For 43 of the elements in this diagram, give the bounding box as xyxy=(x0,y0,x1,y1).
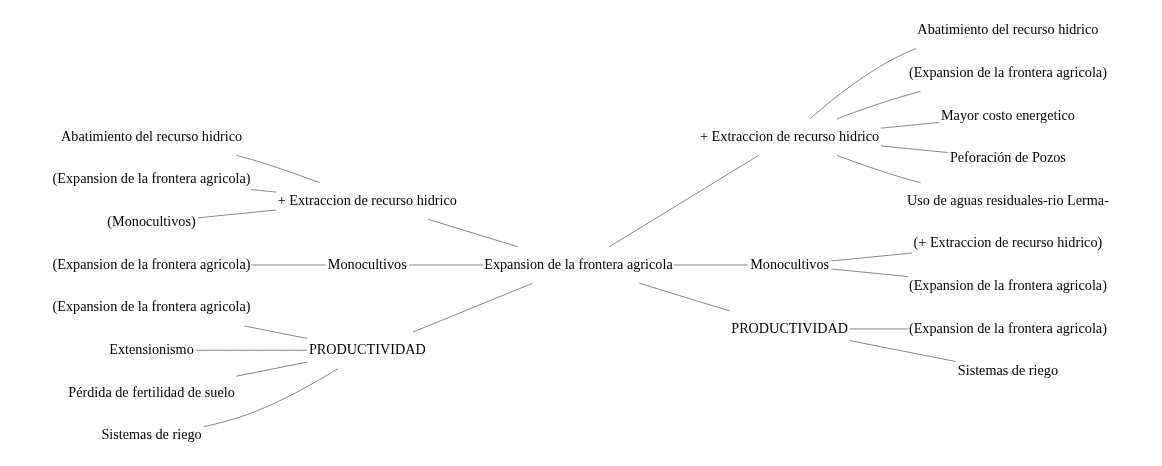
connector xyxy=(880,145,949,153)
connector xyxy=(197,209,277,219)
connector xyxy=(235,361,308,377)
node-text: PRODUCTIVIDAD xyxy=(731,319,849,336)
connector xyxy=(880,122,939,129)
node-text: (Monocultivos) xyxy=(107,213,196,230)
node-text: (Expansion de la frontera agricola) xyxy=(52,255,251,272)
connector xyxy=(609,155,760,247)
node-text: Peforación de Pozos xyxy=(949,149,1066,166)
node-text: + Extraccion de recurso hidrico xyxy=(700,127,880,144)
node-text: Pérdida de fertilidad de suelo xyxy=(68,383,235,400)
node-text: Monocultivos xyxy=(327,255,407,272)
connector xyxy=(830,268,909,277)
node-text: Abatimiento del recurso hidrico xyxy=(61,127,243,144)
connector xyxy=(849,340,956,362)
node-text: (+ Extraccion de recurso hidrico) xyxy=(913,234,1103,251)
node-text: (Expansion de la frontera agricola) xyxy=(908,63,1107,80)
node-text: Expansion de la frontera agricola xyxy=(484,255,673,272)
connector xyxy=(203,368,339,428)
node-text: + Extraccion de recurso hidrico xyxy=(277,191,457,208)
connector xyxy=(244,325,308,339)
connector xyxy=(412,283,533,333)
connector xyxy=(196,349,308,351)
node-text: Sistemas de riego xyxy=(957,362,1059,379)
connector xyxy=(809,48,917,120)
node-text: Uso de aguas residuales-rio Lerma- xyxy=(906,191,1109,208)
node-text: (Expansion de la frontera agricola) xyxy=(908,277,1107,294)
connector xyxy=(639,282,730,312)
node-text: Extensionismo xyxy=(109,341,194,358)
connector xyxy=(427,219,518,247)
node-text: Mayor costo energetico xyxy=(940,106,1075,123)
connector xyxy=(836,91,921,120)
node-text: Sistemas de riego xyxy=(101,426,202,443)
connector xyxy=(236,155,320,184)
node-text: (Expansion de la frontera agricola) xyxy=(52,170,251,187)
node-text: (Expansion de la frontera agricola) xyxy=(908,319,1107,336)
connector xyxy=(836,155,921,184)
node-text: Monocultivos xyxy=(750,255,830,272)
connector xyxy=(830,252,913,262)
node-text: Abatimiento del recurso hidrico xyxy=(917,21,1099,38)
node-text: PRODUCTIVIDAD xyxy=(308,341,426,358)
connector xyxy=(250,189,277,193)
node-text: (Expansion de la frontera agricola) xyxy=(52,298,251,315)
